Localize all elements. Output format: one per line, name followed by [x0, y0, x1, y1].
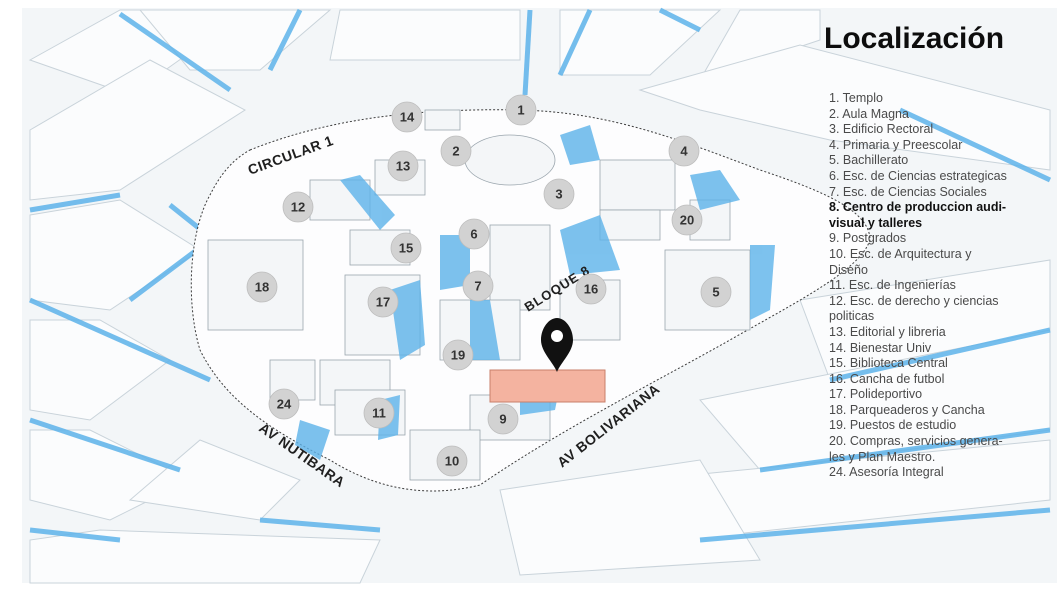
location-marker-number: 17 [376, 295, 390, 310]
location-marker-17[interactable]: 17 [367, 286, 399, 318]
location-marker-19[interactable]: 19 [442, 339, 474, 371]
bloque-8-building[interactable] [489, 369, 606, 403]
location-marker-number: 2 [452, 144, 459, 159]
location-marker-number: 24 [277, 397, 292, 412]
location-marker-number: 20 [680, 213, 694, 228]
map-pin-icon [541, 318, 573, 372]
legend-item: 3. Edificio Rectoral [829, 122, 934, 137]
road-shadows [28, 7, 1052, 543]
legend-item: 18. Parqueaderos y Cancha [829, 402, 985, 417]
location-marker-11[interactable]: 11 [363, 397, 395, 429]
legend-item: 5. Bachillerato [829, 153, 909, 168]
location-marker-number: 10 [445, 454, 459, 469]
location-marker-number: 5 [712, 285, 719, 300]
location-marker-number: 14 [400, 110, 415, 125]
legend-item: 15. Biblioteca Central [829, 356, 948, 371]
legend-item: 11. Esc. de Ingenierías [829, 278, 956, 293]
location-marker-number: 1 [517, 103, 524, 118]
location-marker-number: 9 [499, 412, 506, 427]
location-marker-9[interactable]: 9 [487, 403, 519, 435]
location-marker-number: 13 [396, 159, 410, 174]
legend-item: 9. Postgrados [829, 231, 907, 246]
legend-item: 17. Polideportivo [829, 387, 923, 402]
legend-item: 24. Asesoría Integral [829, 465, 944, 480]
location-marker-number: 6 [470, 227, 477, 242]
legend-item: 20. Compras, servicios genera- [829, 434, 1003, 449]
legend-list: 1. Templo 2. Aula Magna 3. Edificio Rect… [829, 91, 1055, 481]
location-marker-6[interactable]: 6 [458, 218, 490, 250]
location-marker-15[interactable]: 15 [390, 232, 422, 264]
legend-item: 1. Templo [829, 91, 883, 105]
legend-item: 14. Bienestar Univ [829, 340, 932, 355]
location-marker-number: 3 [555, 187, 562, 202]
legend-item: politicas [829, 309, 875, 324]
location-marker-12[interactable]: 12 [282, 191, 314, 223]
legend-item: 7. Esc. de Ciencias Sociales [829, 184, 987, 199]
legend-item: 13. Editorial y libreria [829, 324, 946, 339]
location-marker-13[interactable]: 13 [387, 150, 419, 182]
location-marker-4[interactable]: 4 [668, 135, 700, 167]
legend-item-highlighted: visual y talleres [829, 215, 923, 230]
legend-item: 6. Esc. de Ciencias estrategicas [829, 168, 1007, 183]
location-marker-number: 15 [399, 241, 413, 256]
location-marker-number: 18 [255, 280, 269, 295]
location-marker-5[interactable]: 5 [700, 276, 732, 308]
location-marker-2[interactable]: 2 [440, 135, 472, 167]
legend-item: 16. Cancha de futbol [829, 371, 945, 386]
location-marker-24[interactable]: 24 [268, 388, 300, 420]
location-marker-10[interactable]: 10 [436, 445, 468, 477]
legend-item: 19. Puestos de estudio [829, 418, 957, 433]
location-marker-18[interactable]: 18 [246, 271, 278, 303]
legend-item: les y Plan Maestro. [829, 449, 936, 464]
location-marker-number: 16 [584, 282, 598, 297]
legend-item: 10. Esc. de Arquitectura y [829, 246, 972, 261]
location-marker-number: 11 [372, 406, 386, 421]
location-marker-number: 19 [451, 348, 465, 363]
legend-item: Diseño [829, 262, 868, 277]
location-marker-16[interactable]: 16 [575, 273, 607, 305]
location-marker-1[interactable]: 1 [505, 94, 537, 126]
location-marker-3[interactable]: 3 [543, 178, 575, 210]
location-marker-14[interactable]: 14 [391, 101, 423, 133]
building-shadows [295, 125, 775, 460]
map-title: Localización [824, 22, 1005, 55]
location-marker-number: 4 [680, 144, 688, 159]
legend-item: 12. Esc. de derecho y ciencias [829, 293, 999, 308]
location-marker-20[interactable]: 20 [671, 204, 703, 236]
legend-item-highlighted: 8. Centro de produccion audi- [829, 200, 1007, 215]
legend-item: 2. Aula Magna [829, 106, 909, 121]
location-marker-number: 12 [291, 200, 305, 215]
legend-item: 4. Primaria y Preescolar [829, 137, 963, 152]
location-marker-7[interactable]: 7 [462, 270, 494, 302]
location-marker-number: 7 [474, 279, 481, 294]
